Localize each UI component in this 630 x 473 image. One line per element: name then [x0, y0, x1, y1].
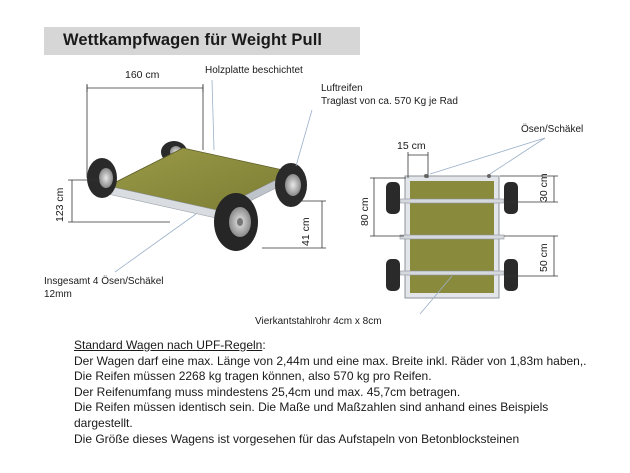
- wheel-front-left: [214, 193, 258, 251]
- label-width-160: 160 cm: [125, 69, 160, 81]
- label-top-80: 80 cm: [359, 197, 371, 226]
- label-top-50: 50 cm: [538, 243, 550, 272]
- label-tube: Vierkantstahlrohr 4cm x 8cm: [255, 316, 382, 327]
- rules-heading-suffix: :: [262, 338, 266, 352]
- rules-line: dargestellt.: [74, 415, 133, 430]
- label-plate: Holzplatte beschichtet: [205, 65, 303, 76]
- axle-bottom: [399, 270, 505, 276]
- top-wheel-4: [504, 259, 518, 291]
- wheel-front-right: [275, 163, 307, 207]
- axle-top: [399, 198, 505, 204]
- leader-lines-left: [114, 79, 313, 273]
- label-eyes-top: Ösen/Schäkel: [521, 124, 584, 135]
- rules-text: Standard Wagen nach UPF-Regeln: Der Wage…: [74, 338, 619, 447]
- dimension-123: [68, 179, 170, 223]
- label-tire-2: Traglast von ca. 570 Kg je Rad: [321, 96, 458, 107]
- wheel-back-left: [87, 158, 117, 198]
- rules-line: Die Reifen müssen identisch sein. Die Ma…: [74, 400, 549, 415]
- label-height-123: 123 cm: [54, 187, 66, 222]
- label-eyes-total-1: Insgesamt 4 Ösen/Schäkel: [44, 276, 164, 287]
- rules-line: Der Wagen darf eine max. Länge von 2,44m…: [74, 353, 587, 368]
- label-wheel-41: 41 cm: [300, 217, 312, 246]
- perspective-wagon: [68, 79, 326, 273]
- dimension-80: [370, 177, 406, 237]
- dimension-30: [500, 175, 558, 203]
- dimension-41: [262, 200, 326, 249]
- dimension-50: [504, 235, 558, 277]
- rules-line: Die Reifen müssen 2268 kg tragen können,…: [74, 369, 432, 384]
- label-top-15: 15 cm: [397, 140, 426, 152]
- leader-lines-right: [419, 137, 546, 315]
- top-wheel-1: [386, 182, 400, 214]
- top-wheel-3: [386, 259, 400, 291]
- wood-plate: [106, 147, 294, 211]
- rules-line: Die Größe dieses Wagens ist vorgesehen f…: [74, 431, 520, 446]
- rules-line: Der Reifenumfang muss mindestens 25,4cm …: [74, 384, 461, 399]
- label-top-30: 30 cm: [538, 173, 550, 202]
- top-wheel-2: [504, 182, 518, 214]
- label-tire-1: Luftreifen: [321, 83, 363, 94]
- page-title: Wettkampfwagen für Weight Pull: [63, 31, 323, 49]
- title-bar: [44, 27, 360, 55]
- rules-heading: Standard Wagen nach UPF-Regeln: [74, 338, 263, 352]
- dimension-15: [407, 152, 429, 178]
- label-eyes-total-2: 12mm: [44, 289, 72, 300]
- rules-heading-line: Standard Wagen nach UPF-Regeln:: [74, 338, 619, 354]
- top-view-wagon: [370, 137, 558, 315]
- dimension-160: [86, 84, 204, 178]
